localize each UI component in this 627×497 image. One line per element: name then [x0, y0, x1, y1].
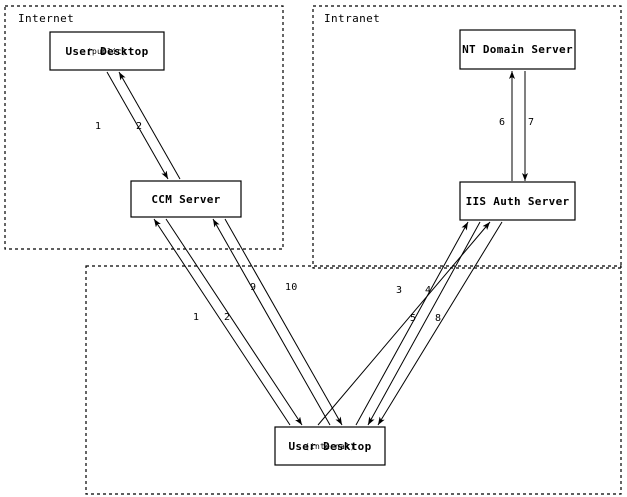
node-iis-auth-server[interactable]: IIS Auth Server: [460, 182, 575, 220]
node-user-desktop-public-title: User Desktop: [65, 44, 149, 58]
edge-2b-line: [165, 218, 303, 426]
node-user-desktop-internal[interactable]: User Desktop (internal): [275, 427, 385, 465]
node-iis-auth-server-border: [459, 181, 576, 221]
zone-internal-border: [85, 265, 622, 495]
zone-intranet-border: [312, 5, 622, 269]
zone-label-intranet: Intranet: [324, 12, 381, 25]
edge-label-9: 9: [250, 282, 257, 293]
edge-1b-line: [153, 218, 291, 426]
zone-label-internet: Internet: [18, 12, 75, 25]
node-iis-auth-server-title: IIS Auth Server: [465, 194, 570, 208]
node-user-desktop-public-subtitle: (public): [86, 46, 128, 56]
edge-5-line: [317, 221, 491, 426]
node-ccm-server[interactable]: CCM Server: [131, 181, 241, 217]
edge-label-6: 6: [499, 117, 506, 128]
node-user-desktop-public[interactable]: User Desktop (public): [50, 32, 164, 70]
edge-label-1: 1: [95, 121, 102, 132]
edge-3-line: [355, 221, 469, 426]
edge-label-10: 10: [285, 282, 298, 293]
node-nt-domain-server-border: [459, 29, 576, 70]
node-user-desktop-internal-border: [274, 426, 386, 466]
edge-label-3: 3: [396, 285, 403, 296]
node-nt-domain-server-title: NT Domain Server: [462, 43, 573, 56]
zone-internet-border: [4, 5, 284, 250]
node-user-desktop-internal-title: User Desktop: [288, 439, 372, 453]
edge-label-1b: 1: [193, 312, 200, 323]
edge-label-7: 7: [528, 117, 535, 128]
edge-8-line: [377, 221, 503, 426]
edge-label-5: 5: [410, 313, 417, 324]
node-ccm-server-title: CCM Server: [151, 192, 221, 206]
edge-4-line: [367, 221, 481, 426]
node-ccm-server-border: [130, 180, 242, 218]
edge-label-2b: 2: [224, 312, 231, 323]
edge-2-line: [118, 71, 181, 180]
node-user-desktop-public-border: [49, 31, 165, 71]
node-nt-domain-server[interactable]: NT Domain Server: [460, 30, 575, 69]
edge-label-2: 2: [136, 121, 143, 132]
edge-label-8: 8: [435, 313, 442, 324]
edge-label-4: 4: [425, 285, 432, 296]
edge-1-line: [106, 71, 169, 180]
node-user-desktop-internal-subtitle: (internal): [304, 441, 356, 451]
edge-10-line: [224, 218, 343, 426]
edge-9-line: [212, 218, 331, 426]
